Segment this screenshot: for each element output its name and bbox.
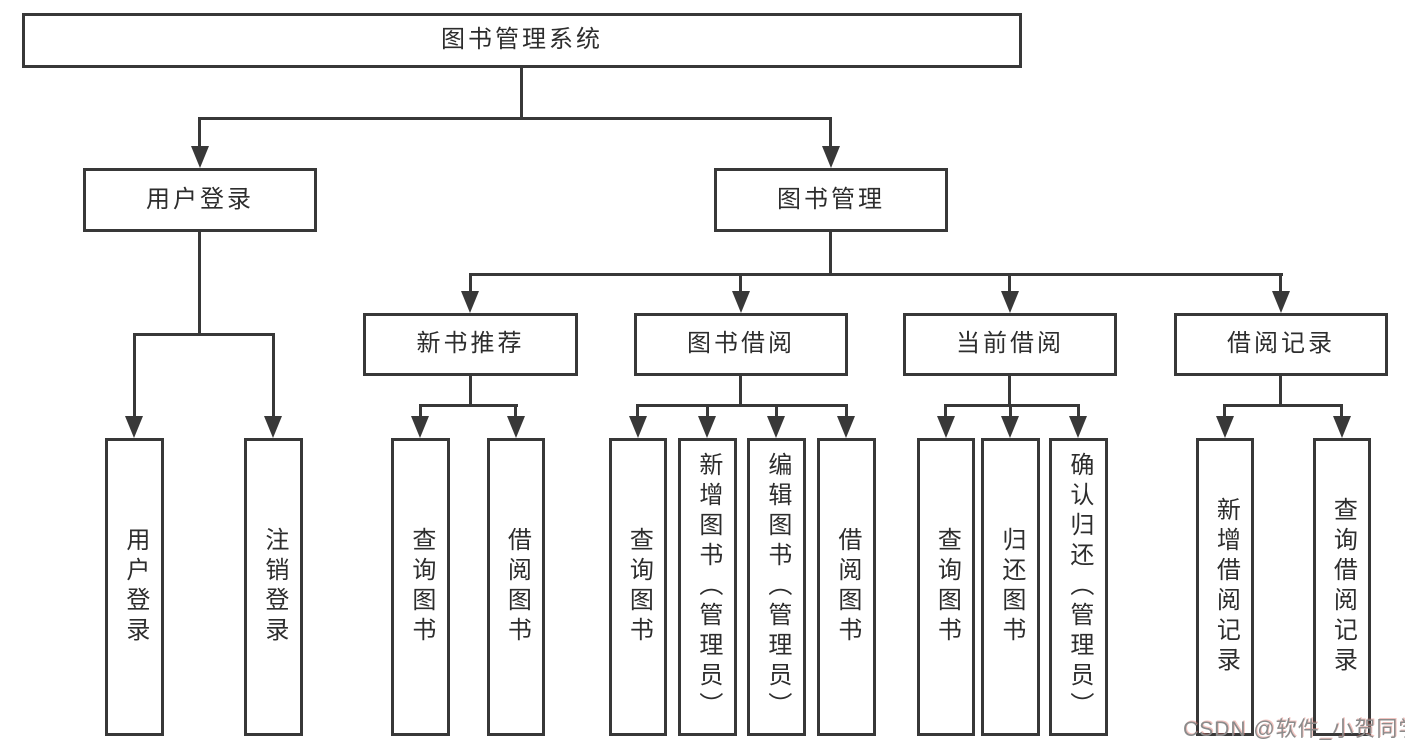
connector-line xyxy=(1008,273,1011,293)
arrow-down-icon xyxy=(125,416,143,438)
connector-line xyxy=(1279,273,1282,293)
connector-line xyxy=(739,376,742,407)
leaf-edit-book-admin: 编辑图书（管理员） xyxy=(747,438,806,736)
leaf-add-book-admin: 新增图书（管理员） xyxy=(678,438,737,736)
arrow-down-icon xyxy=(1069,416,1087,438)
connector-line xyxy=(133,333,275,336)
arrow-down-icon xyxy=(1001,416,1019,438)
connector-line xyxy=(1077,404,1080,418)
connector-line xyxy=(829,117,832,148)
connector-line xyxy=(1009,404,1012,418)
arrow-down-icon xyxy=(937,416,955,438)
leaf-borrow-books-borrowing: 借阅图书 xyxy=(817,438,876,736)
connector-line xyxy=(419,404,422,418)
arrow-down-icon xyxy=(732,291,750,313)
node-new-book-recommend: 新书推荐 xyxy=(363,313,578,376)
arrow-down-icon xyxy=(411,416,429,438)
connector-line xyxy=(944,404,1080,407)
arrow-down-icon xyxy=(837,416,855,438)
leaf-query-books-recommend: 查询图书 xyxy=(391,438,450,736)
connector-line xyxy=(706,404,709,418)
connector-line xyxy=(514,404,517,418)
leaf-add-borrow-record: 新增借阅记录 xyxy=(1196,438,1254,736)
connector-line xyxy=(636,404,639,418)
connector-line xyxy=(133,333,136,418)
node-borrowing-records: 借阅记录 xyxy=(1174,313,1388,376)
leaf-return-books: 归还图书 xyxy=(981,438,1040,736)
connector-line xyxy=(419,404,518,407)
leaf-confirm-return-admin: 确认归还（管理员） xyxy=(1049,438,1108,736)
connector-line xyxy=(1008,376,1011,407)
connector-line xyxy=(1223,404,1226,418)
connector-line xyxy=(829,232,832,276)
arrow-down-icon xyxy=(822,146,840,168)
connector-line xyxy=(469,273,472,293)
arrow-down-icon xyxy=(461,291,479,313)
connector-line xyxy=(469,376,472,407)
connector-line xyxy=(775,404,778,418)
node-library-management-system: 图书管理系统 xyxy=(22,13,1022,68)
leaf-query-books-current: 查询图书 xyxy=(917,438,975,736)
connector-line xyxy=(944,404,947,418)
arrow-down-icon xyxy=(698,416,716,438)
connector-line xyxy=(520,68,523,120)
arrow-down-icon xyxy=(767,416,785,438)
connector-line xyxy=(1223,404,1343,407)
connector-line xyxy=(1340,404,1343,418)
node-current-borrowing: 当前借阅 xyxy=(903,313,1117,376)
arrow-down-icon xyxy=(191,146,209,168)
node-book-borrowing: 图书借阅 xyxy=(634,313,848,376)
leaf-query-borrow-record: 查询借阅记录 xyxy=(1313,438,1371,736)
connector-line xyxy=(198,117,832,120)
arrow-down-icon xyxy=(1001,291,1019,313)
leaf-logout: 注销登录 xyxy=(244,438,303,736)
connector-line xyxy=(469,273,1283,276)
connector-line xyxy=(845,404,848,418)
connector-line xyxy=(198,232,201,336)
csdn-watermark: CSDN @软件_小贺同学 xyxy=(1183,718,1405,741)
node-user-login: 用户登录 xyxy=(83,168,317,232)
arrow-down-icon xyxy=(264,416,282,438)
leaf-query-books-borrowing: 查询图书 xyxy=(609,438,667,736)
connector-line xyxy=(1279,376,1282,407)
connector-line xyxy=(272,333,275,418)
leaf-borrow-books-recommend: 借阅图书 xyxy=(487,438,545,736)
arrow-down-icon xyxy=(1272,291,1290,313)
connector-line xyxy=(198,117,201,148)
arrow-down-icon xyxy=(1216,416,1234,438)
connector-line xyxy=(739,273,742,293)
arrow-down-icon xyxy=(1333,416,1351,438)
leaf-user-login: 用户登录 xyxy=(105,438,164,736)
arrow-down-icon xyxy=(629,416,647,438)
connector-line xyxy=(636,404,848,407)
node-book-management: 图书管理 xyxy=(714,168,948,232)
arrow-down-icon xyxy=(507,416,525,438)
